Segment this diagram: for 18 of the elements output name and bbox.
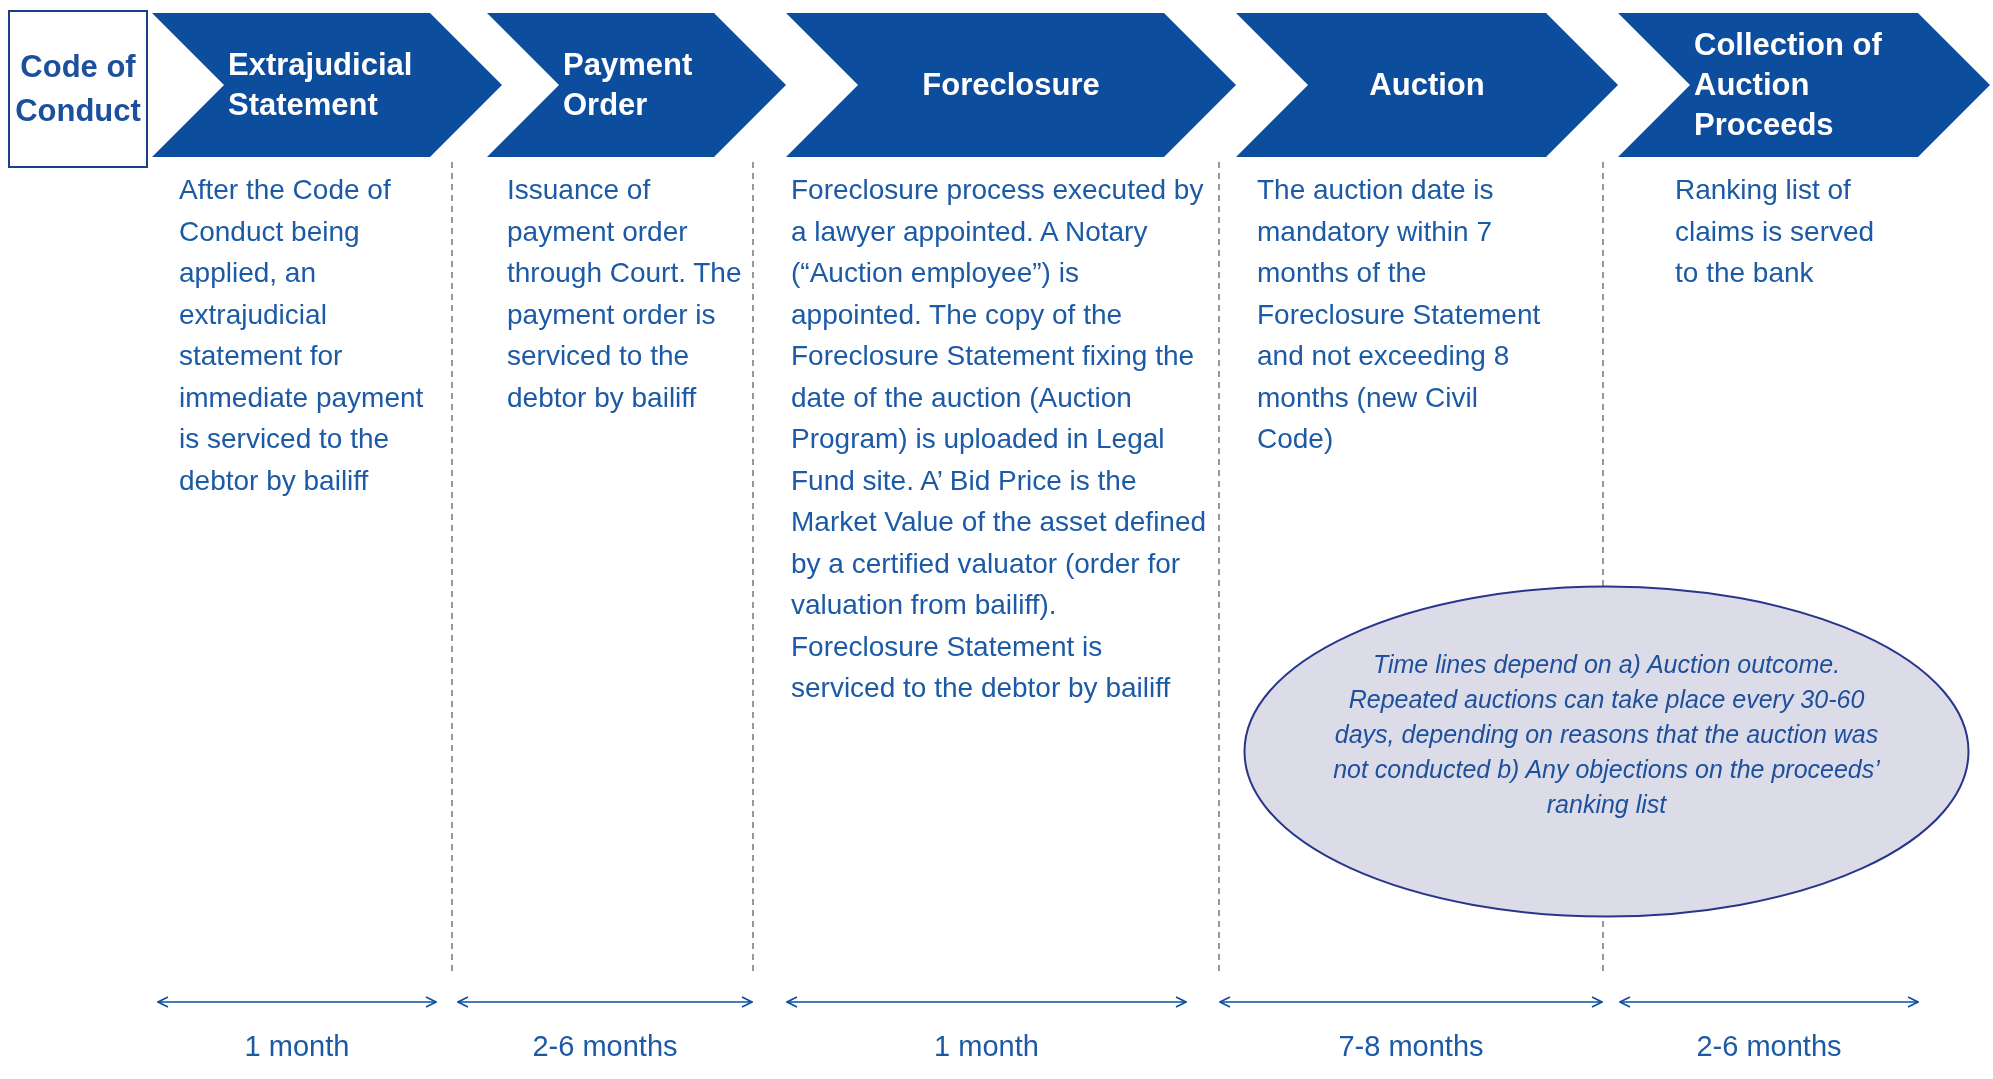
step-title: Payment Order bbox=[563, 46, 694, 124]
step-title: Code of Conduct bbox=[14, 48, 142, 130]
duration-label: 2-6 months bbox=[1695, 1030, 1843, 1063]
duration-label: 1 month bbox=[243, 1030, 351, 1063]
step-description: Issuance of payment order through Court. The payment order is serviced to the debtor by bailiff bbox=[507, 173, 743, 415]
note-text: Time lines depend on a) Auction outcome. Repeated auctions can take place every 30-60 days, depending on reasons that the auction was not conducted b) Any objections on the proceeds’ ranking list bbox=[1332, 649, 1881, 820]
step-description: After the Code of Conduct being applied, an extrajudicial statement for immediate payment is serviced to the debtor by bailiff bbox=[179, 173, 425, 498]
step-title: Auction bbox=[1369, 66, 1485, 104]
step-description: Foreclosure process executed by a lawyer appointed. A Notary (“Auction employee”) is appointed. The copy of the Foreclosure Statement fixing the date of the auction (Auction Program) is uploaded in Legal Fund site. A’ Bid Price is the Market Value of the asset defined by a certified valuator (order for valuation from bailiff). Foreclosure Statement is serviced to the debtor by bailiff bbox=[791, 173, 1208, 705]
step-title: Foreclosure bbox=[922, 66, 1100, 104]
duration-label: 1 month bbox=[933, 1030, 1040, 1063]
step-title: Extrajudicial Statement bbox=[228, 46, 414, 124]
duration-label: 7-8 months bbox=[1337, 1030, 1485, 1063]
duration-label: 2-6 months bbox=[531, 1030, 679, 1063]
step-title: Collection of Auction Proceeds bbox=[1694, 26, 1883, 144]
step-description: Ranking list of claims is served to the bank bbox=[1675, 173, 1876, 290]
step-description: The auction date is mandatory within 7 months of the Foreclosure Statement and not exceeding 8 months (new Civil Code) bbox=[1257, 173, 1542, 456]
step-box bbox=[8, 10, 148, 168]
